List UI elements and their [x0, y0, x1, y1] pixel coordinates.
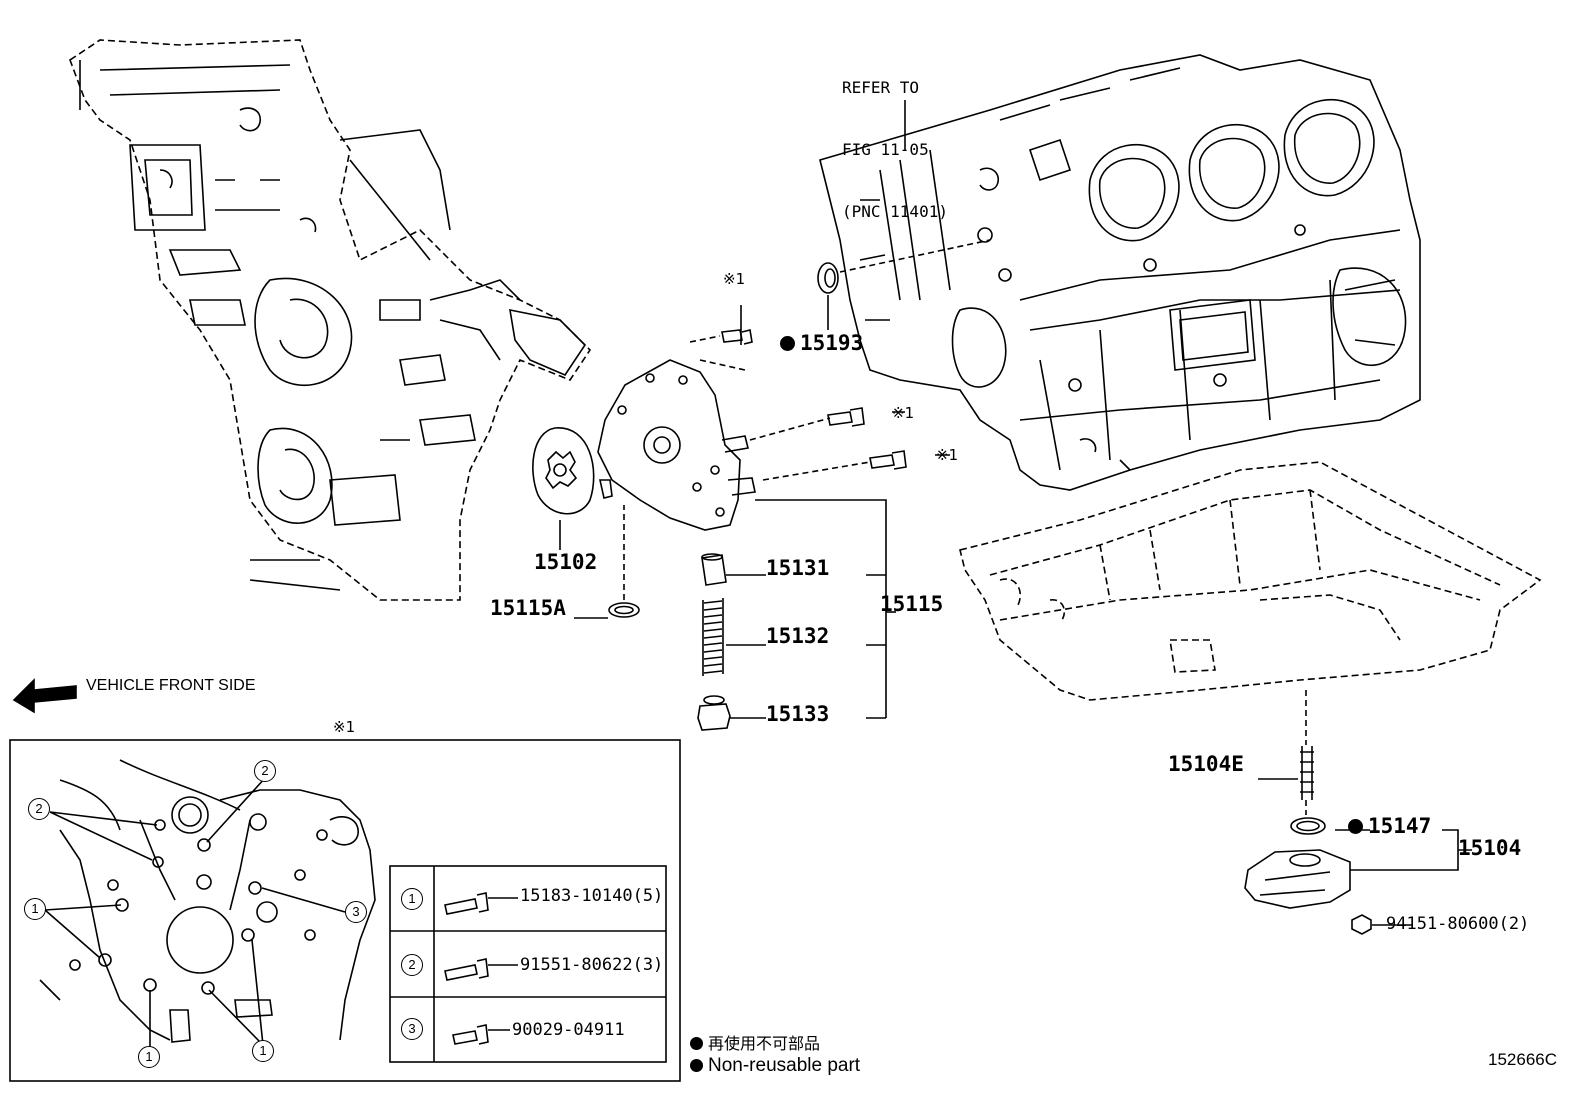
- refer-note-line1: REFER TO: [842, 77, 920, 97]
- marker-2-top: 2: [254, 760, 276, 782]
- footer-note-en-text: Non-reusable part: [708, 1055, 861, 1076]
- relief-valve-drawing: [697, 553, 731, 731]
- callout-15147: 15147: [1348, 816, 1431, 837]
- footer-note-jp-text: 再使用不可部品: [708, 1034, 821, 1053]
- marker-1-bottom-right: 1: [252, 1040, 274, 1062]
- legend-part-3: 90029-04911: [512, 1020, 625, 1040]
- oil-strainer-drawing: [1244, 746, 1372, 935]
- marker-1-bottom-left: 1: [138, 1046, 160, 1068]
- figure-id: 152666C: [1488, 1050, 1558, 1069]
- callout-15131: 15131: [766, 556, 830, 580]
- detail-cover-drawing: [39, 759, 376, 1043]
- callout-15102: 15102: [534, 550, 598, 574]
- callout-15115: 15115: [880, 592, 944, 616]
- callout-15104E: 15104E: [1168, 752, 1244, 776]
- dashed-leaders: [623, 239, 1307, 815]
- refer-note-line2: FIG 11-05: [842, 139, 929, 159]
- legend-key-3: 3: [401, 1018, 423, 1040]
- marker-2-left: 2: [28, 798, 50, 820]
- bolt-mark-top: ※1: [723, 270, 746, 288]
- bolt-mark-lower: ※1: [936, 446, 959, 464]
- legend-key-2: 2: [401, 954, 423, 976]
- callout-15104: 15104: [1458, 836, 1522, 860]
- oil-seal-15193-drawing: [817, 262, 839, 294]
- non-reusable-dot-icon: [690, 1059, 703, 1072]
- vehicle-front-label: VEHICLE FRONT SIDE: [86, 677, 256, 694]
- vehicle-front-arrow: [12, 678, 77, 714]
- bolt-mark-middle: ※1: [892, 404, 915, 422]
- refer-note-line3: (PNC 11401): [842, 202, 948, 222]
- bolt-drawings: [721, 329, 907, 470]
- solid-leaders: [559, 100, 1472, 926]
- non-reusable-dot-icon: [690, 1037, 703, 1050]
- callout-94151: 94151-80600(2): [1386, 914, 1530, 934]
- legend-key-1: 1: [401, 888, 423, 910]
- footer-note-jp: 再使用不可部品: [690, 1030, 820, 1054]
- detail-pointer-lines: [44, 777, 346, 1050]
- bolt-legend-table: [389, 865, 667, 1063]
- callout-15193: 15193: [780, 333, 863, 354]
- legend-part-2: 91551-80622(3): [520, 955, 664, 975]
- oil-pan-drawing: [959, 461, 1542, 701]
- marker-1-left: 1: [24, 898, 46, 920]
- legend-part-1: 15183-10140(5): [520, 886, 664, 906]
- footer-note-en: Non-reusable part: [690, 1055, 860, 1077]
- o-ring-15115A-drawing: [608, 602, 640, 618]
- callout-15133: 15133: [766, 702, 830, 726]
- callout-15193-label: 15193: [800, 331, 864, 355]
- oil-pump-rotor-drawing: [532, 427, 595, 515]
- marker-3-right: 3: [345, 901, 367, 923]
- oil-pump-cover-drawing: [597, 359, 756, 531]
- refer-note: REFER TO FIG 11-05 (PNC 11401): [842, 36, 948, 244]
- detail-mark: ※1: [333, 718, 356, 736]
- callout-15132: 15132: [766, 624, 830, 648]
- non-reusable-dot-icon: [780, 336, 795, 351]
- non-reusable-dot-icon: [1348, 819, 1363, 834]
- timing-chain-cover-drawing: [69, 39, 592, 601]
- callout-15147-label: 15147: [1368, 814, 1432, 838]
- detail-box: [9, 739, 681, 1082]
- cylinder-block-drawing: [819, 54, 1421, 491]
- callout-15115A: 15115A: [490, 596, 566, 620]
